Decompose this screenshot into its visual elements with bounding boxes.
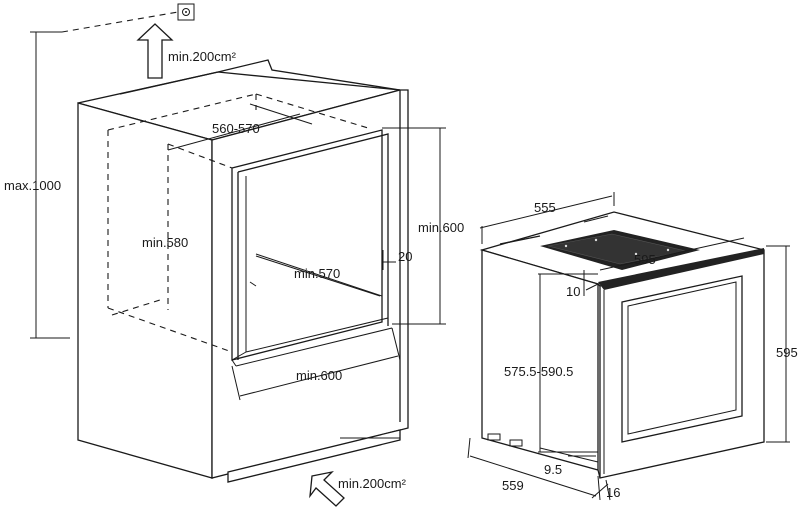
vent-arrow-diagonal-icon	[309, 470, 345, 507]
oven-appliance	[479, 211, 765, 479]
niche-width-dimension	[167, 103, 313, 151]
side-gap-label: 20	[398, 249, 412, 264]
appliance-height-dimension	[766, 245, 790, 443]
cabinet-front-width-dimension	[231, 327, 401, 401]
niche-depth-label: min.570	[294, 266, 340, 281]
niche-hidden-lines	[107, 93, 369, 353]
appliance-body-height-label: 575.5-590.5	[504, 364, 573, 379]
door-thickness-dimension	[591, 479, 611, 501]
max-height-dimension	[30, 11, 179, 339]
appliance-width-label: 595	[634, 252, 656, 267]
cabinet-front-width-label: min.600	[296, 368, 342, 383]
bottom-offset-label: 9.5	[544, 462, 562, 477]
vent-top-label: min.200cm²	[168, 49, 237, 64]
front-offset-label: 10	[566, 284, 580, 299]
vent-arrow-up-icon	[136, 23, 174, 79]
appliance-depth-top-label: 555	[534, 200, 556, 215]
cabinet-depth-dimension	[382, 127, 446, 325]
max-height-label: max.1000	[4, 178, 61, 193]
niche-height-label: min.580	[142, 235, 188, 250]
niche-width-label: 560-570	[212, 121, 260, 136]
niche-depth-dimension	[255, 255, 381, 297]
side-gap-dimension	[382, 250, 396, 270]
appliance-depth-bottom-dimension	[467, 437, 601, 501]
appliance-depth-bottom-label: 559	[502, 478, 524, 493]
vent-bottom-label: min.200cm²	[338, 476, 407, 491]
wall-screw-icon	[177, 3, 195, 21]
cabinet-depth-label: min.600	[418, 220, 464, 235]
front-offset-dimension	[583, 270, 599, 296]
door-thickness-label: 16	[606, 485, 620, 500]
appliance-depth-top-dimension	[479, 192, 615, 244]
appliance-height-label: 595	[776, 345, 798, 360]
appliance-body-height-dimension	[538, 273, 598, 453]
cabinet-body	[77, 59, 409, 483]
appliance-width-dimension	[599, 237, 745, 271]
